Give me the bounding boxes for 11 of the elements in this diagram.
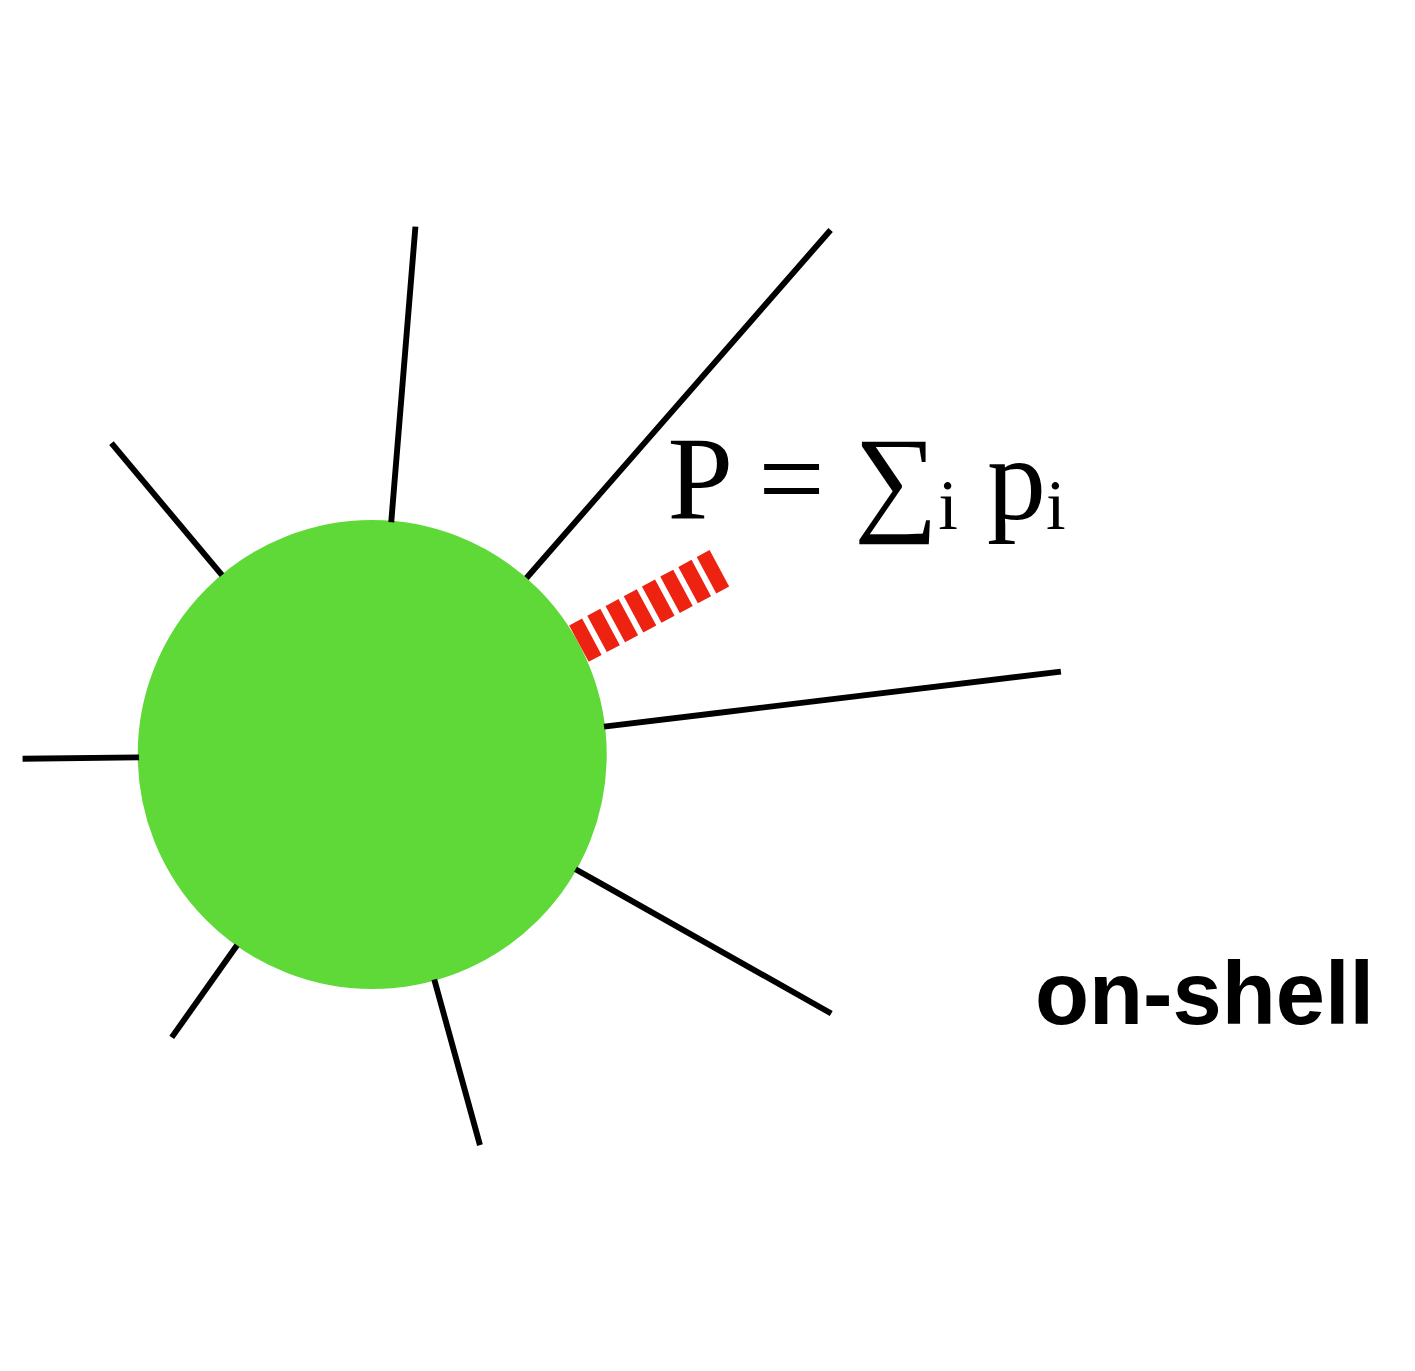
connector: [22, 753, 140, 762]
connector: [431, 978, 483, 1146]
connector: [574, 866, 833, 1016]
label: on-shell: [1034, 943, 1375, 1043]
connector: [603, 668, 1062, 730]
connector: [169, 943, 240, 1039]
node-circle: [137, 519, 607, 989]
connector: [109, 440, 225, 577]
node-text: P = ∑ᵢ pᵢ: [667, 413, 1066, 545]
connector: [388, 225, 419, 522]
connector: [524, 227, 833, 580]
